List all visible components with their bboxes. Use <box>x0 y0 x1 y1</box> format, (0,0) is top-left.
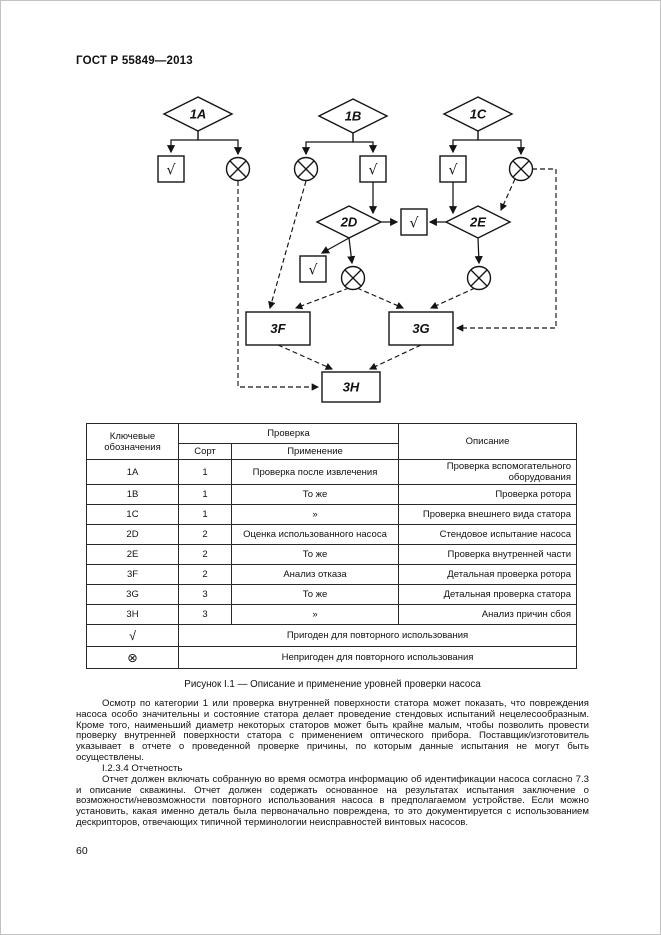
node-2d: 2D <box>315 205 383 239</box>
legend-unfit-text: Непригоден для повторного использования <box>178 646 577 669</box>
cell-desc: Проверка ротора <box>398 484 577 505</box>
table-row: 2D 2 Оценка использованного насоса Стенд… <box>86 524 577 545</box>
header-key: Ключевые обозначения <box>86 423 179 460</box>
cell-app: То же <box>231 584 399 605</box>
dashed-connectors <box>237 168 557 391</box>
svg-text:√: √ <box>369 163 378 179</box>
cell-key: 1C <box>86 504 179 525</box>
paragraph-1: Осмотр по категории 1 или проверка внутр… <box>76 698 589 764</box>
reject-icon <box>466 265 492 291</box>
check-icon: √ <box>299 255 327 283</box>
table-row: 3F 2 Анализ отказа Детальная проверка ро… <box>86 564 577 585</box>
reject-icon <box>225 156 251 182</box>
cell-key: 3H <box>86 604 179 625</box>
cell-app: То же <box>231 544 399 565</box>
svg-text:√: √ <box>167 163 176 179</box>
cell-desc: Анализ причин сбоя <box>398 604 577 625</box>
cell-app: Анализ отказа <box>231 564 399 585</box>
cell-desc: Детальная проверка ротора <box>398 564 577 585</box>
cell-sort: 3 <box>178 584 232 605</box>
table-row: 3G 3 То же Детальная проверка статора <box>86 584 577 605</box>
cell-key: 1B <box>86 484 179 505</box>
check-symbol: √ <box>86 624 179 647</box>
svg-text:1A: 1A <box>190 107 207 122</box>
header-desc: Описание <box>398 423 577 460</box>
table-row: 1A 1 Проверка после извлечения Проверка … <box>86 459 577 485</box>
svg-text:√: √ <box>309 263 318 279</box>
cell-sort: 2 <box>178 524 232 545</box>
node-3h: 3H <box>321 371 381 403</box>
cell-key: 2D <box>86 524 179 545</box>
node-3f: 3F <box>245 311 311 346</box>
node-1c: 1C <box>442 96 514 132</box>
figure-caption: Рисунок I.1 — Описание и применение уров… <box>184 679 481 690</box>
check-icon: √ <box>359 155 387 183</box>
svg-text:1C: 1C <box>470 107 487 122</box>
check-icon: √ <box>157 155 185 183</box>
cell-sort: 2 <box>178 544 232 565</box>
cell-key: 3G <box>86 584 179 605</box>
cell-sort: 1 <box>178 484 232 505</box>
table-row: 1B 1 То же Проверка ротора <box>86 484 577 505</box>
reject-icon <box>508 156 534 182</box>
cell-app: То же <box>231 484 399 505</box>
cell-desc: Проверка внутренней части <box>398 544 577 565</box>
legend-row-fit: √ Пригоден для повторного использования <box>86 624 577 647</box>
svg-text:3F: 3F <box>270 321 286 336</box>
check-icon: √ <box>400 208 428 236</box>
cell-sort: 1 <box>178 459 232 485</box>
reject-icon <box>293 156 319 182</box>
table-row: 3H 3 » Анализ причин сбоя <box>86 604 577 625</box>
page-number: 60 <box>76 845 88 857</box>
node-2e: 2E <box>444 205 512 239</box>
cell-key: 3F <box>86 564 179 585</box>
svg-text:2E: 2E <box>469 215 486 230</box>
legend-row-unfit: ⊗ Непригоден для повторного использовани… <box>86 646 577 669</box>
table-row: 1C 1 » Проверка внешнего вида статора <box>86 504 577 525</box>
svg-text:2D: 2D <box>340 215 358 230</box>
header-sort: Сорт <box>178 443 232 460</box>
svg-text:√: √ <box>410 216 419 232</box>
cell-key: 1A <box>86 459 179 485</box>
node-1b: 1B <box>317 98 389 134</box>
figure-key-table: Ключевые обозначения Проверка Описание С… <box>86 423 577 669</box>
header-check: Проверка <box>178 423 399 444</box>
solid-connectors <box>166 131 526 265</box>
cell-app: » <box>231 604 399 625</box>
table-row: 2E 2 То же Проверка внутренней части <box>86 544 577 565</box>
cell-sort: 1 <box>178 504 232 525</box>
reject-symbol: ⊗ <box>86 646 179 669</box>
cell-app: Оценка использованного насоса <box>231 524 399 545</box>
svg-text:3H: 3H <box>343 380 360 395</box>
cell-app: Проверка после извлечения <box>231 459 399 485</box>
check-icon: √ <box>439 155 467 183</box>
document-title: ГОСТ Р 55849—2013 <box>76 55 193 67</box>
cell-app: » <box>231 504 399 525</box>
paragraph-2: Отчет должен включать собранную во время… <box>76 773 589 829</box>
cell-desc: Детальная проверка статора <box>398 584 577 605</box>
table-header-row-1: Ключевые обозначения Проверка Описание <box>86 423 577 460</box>
svg-text:3G: 3G <box>412 321 429 336</box>
cell-sort: 3 <box>178 604 232 625</box>
cell-desc: Проверка вспомогательного оборудования <box>398 459 577 485</box>
reject-icon <box>340 265 366 291</box>
legend-fit-text: Пригоден для повторного использования <box>178 624 577 647</box>
node-1a: 1A <box>162 96 234 132</box>
svg-text:1B: 1B <box>345 109 362 124</box>
node-3g: 3G <box>388 311 454 346</box>
cell-desc: Проверка внешнего вида статора <box>398 504 577 525</box>
cell-key: 2E <box>86 544 179 565</box>
body-text: Осмотр по категории 1 или проверка внутр… <box>76 698 589 829</box>
section-heading: I.2.3.4 Отчетность <box>102 762 183 774</box>
header-app: Применение <box>231 443 399 460</box>
cell-desc: Стендовое испытание насоса <box>398 524 577 545</box>
cell-sort: 2 <box>178 564 232 585</box>
svg-text:√: √ <box>449 163 458 179</box>
pump-inspection-flowchart: 1A 1B 1C √ √ √ <box>157 96 557 403</box>
